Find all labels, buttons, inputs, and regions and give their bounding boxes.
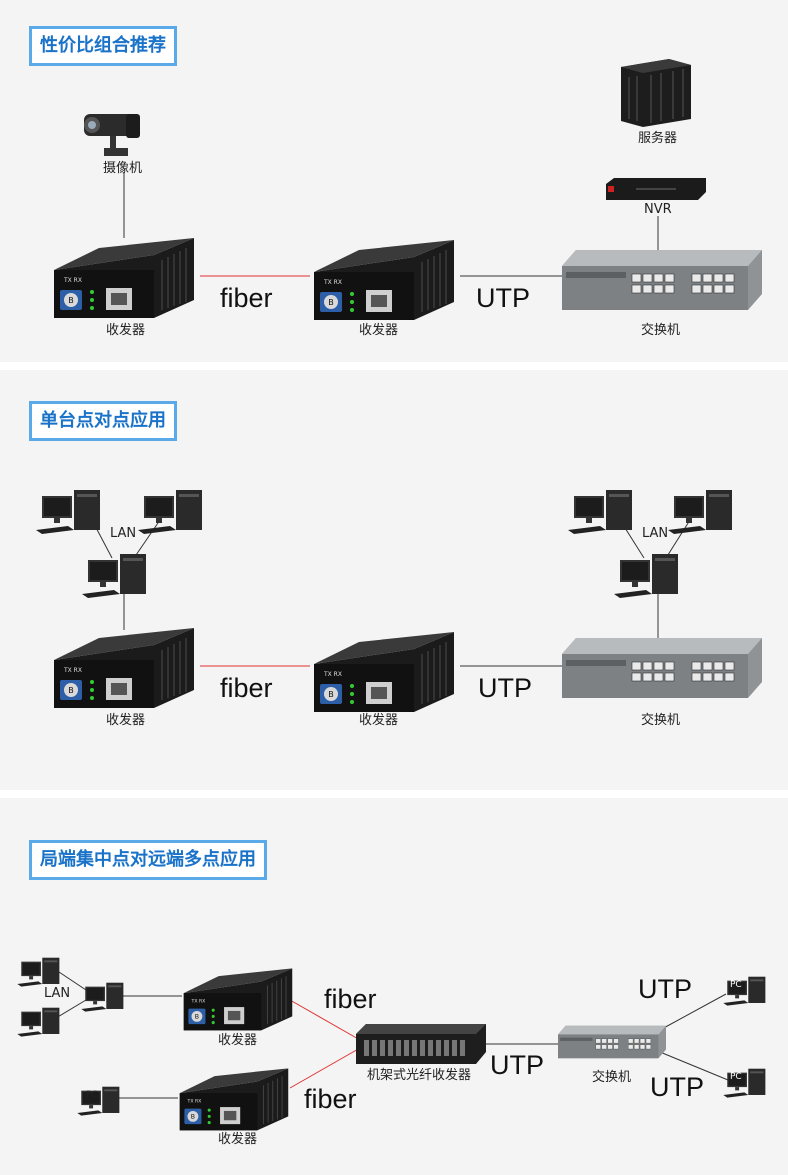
pc-tag: PC bbox=[730, 1072, 742, 1082]
server-label: 服务器 bbox=[638, 131, 678, 146]
pc-icon bbox=[722, 1066, 768, 1099]
nvr-label: NVR bbox=[644, 202, 672, 217]
pc-icon bbox=[16, 955, 62, 988]
camera-label: 摄像机 bbox=[103, 161, 143, 176]
media-converter-icon bbox=[176, 962, 300, 1032]
switch-label: 交换机 bbox=[592, 1070, 632, 1085]
utp-label: UTP bbox=[476, 283, 530, 313]
section1-title: 性价比组合推荐 bbox=[29, 26, 177, 66]
pc-icon bbox=[722, 974, 768, 1007]
divider bbox=[0, 790, 778, 798]
utp-label: UTP bbox=[478, 673, 532, 703]
pc-tag: PC bbox=[86, 1090, 98, 1100]
converter1-label: 收发器 bbox=[218, 1033, 258, 1048]
lan-label: LAN bbox=[44, 986, 71, 1001]
switch-label: 交换机 bbox=[641, 323, 681, 338]
lan-label-right: LAN bbox=[642, 526, 669, 541]
switch-icon bbox=[558, 1024, 666, 1060]
pc-tag: PC bbox=[730, 980, 742, 990]
converter2-label: 收发器 bbox=[359, 323, 399, 338]
converter2-label: 收发器 bbox=[359, 713, 399, 728]
rack-converter-icon bbox=[356, 1024, 486, 1064]
utp-label-mid: UTP bbox=[490, 1050, 544, 1080]
divider bbox=[0, 362, 778, 370]
fiber-label-top: fiber bbox=[324, 984, 377, 1014]
converter2-label: 收发器 bbox=[218, 1132, 258, 1147]
rack-label: 机架式光纤收发器 bbox=[367, 1068, 472, 1083]
utp-label-bottom: UTP bbox=[650, 1072, 704, 1102]
switch-label: 交换机 bbox=[641, 713, 681, 728]
media-converter-icon bbox=[172, 1062, 296, 1132]
fiber-label-bottom: fiber bbox=[304, 1084, 357, 1114]
fiber-label: fiber bbox=[220, 673, 273, 703]
pc-icon bbox=[80, 980, 126, 1013]
utp-label-top: UTP bbox=[638, 974, 692, 1004]
converter1-label: 收发器 bbox=[106, 713, 146, 728]
converter1-label: 收发器 bbox=[106, 323, 146, 338]
lan-label-left: LAN bbox=[110, 526, 137, 541]
fiber-label: fiber bbox=[220, 283, 273, 313]
pc-icon bbox=[76, 1084, 122, 1117]
section2-title: 单台点对点应用 bbox=[29, 401, 177, 441]
section3-title: 局端集中点对远端多点应用 bbox=[29, 840, 267, 880]
pc-icon bbox=[16, 1005, 62, 1038]
